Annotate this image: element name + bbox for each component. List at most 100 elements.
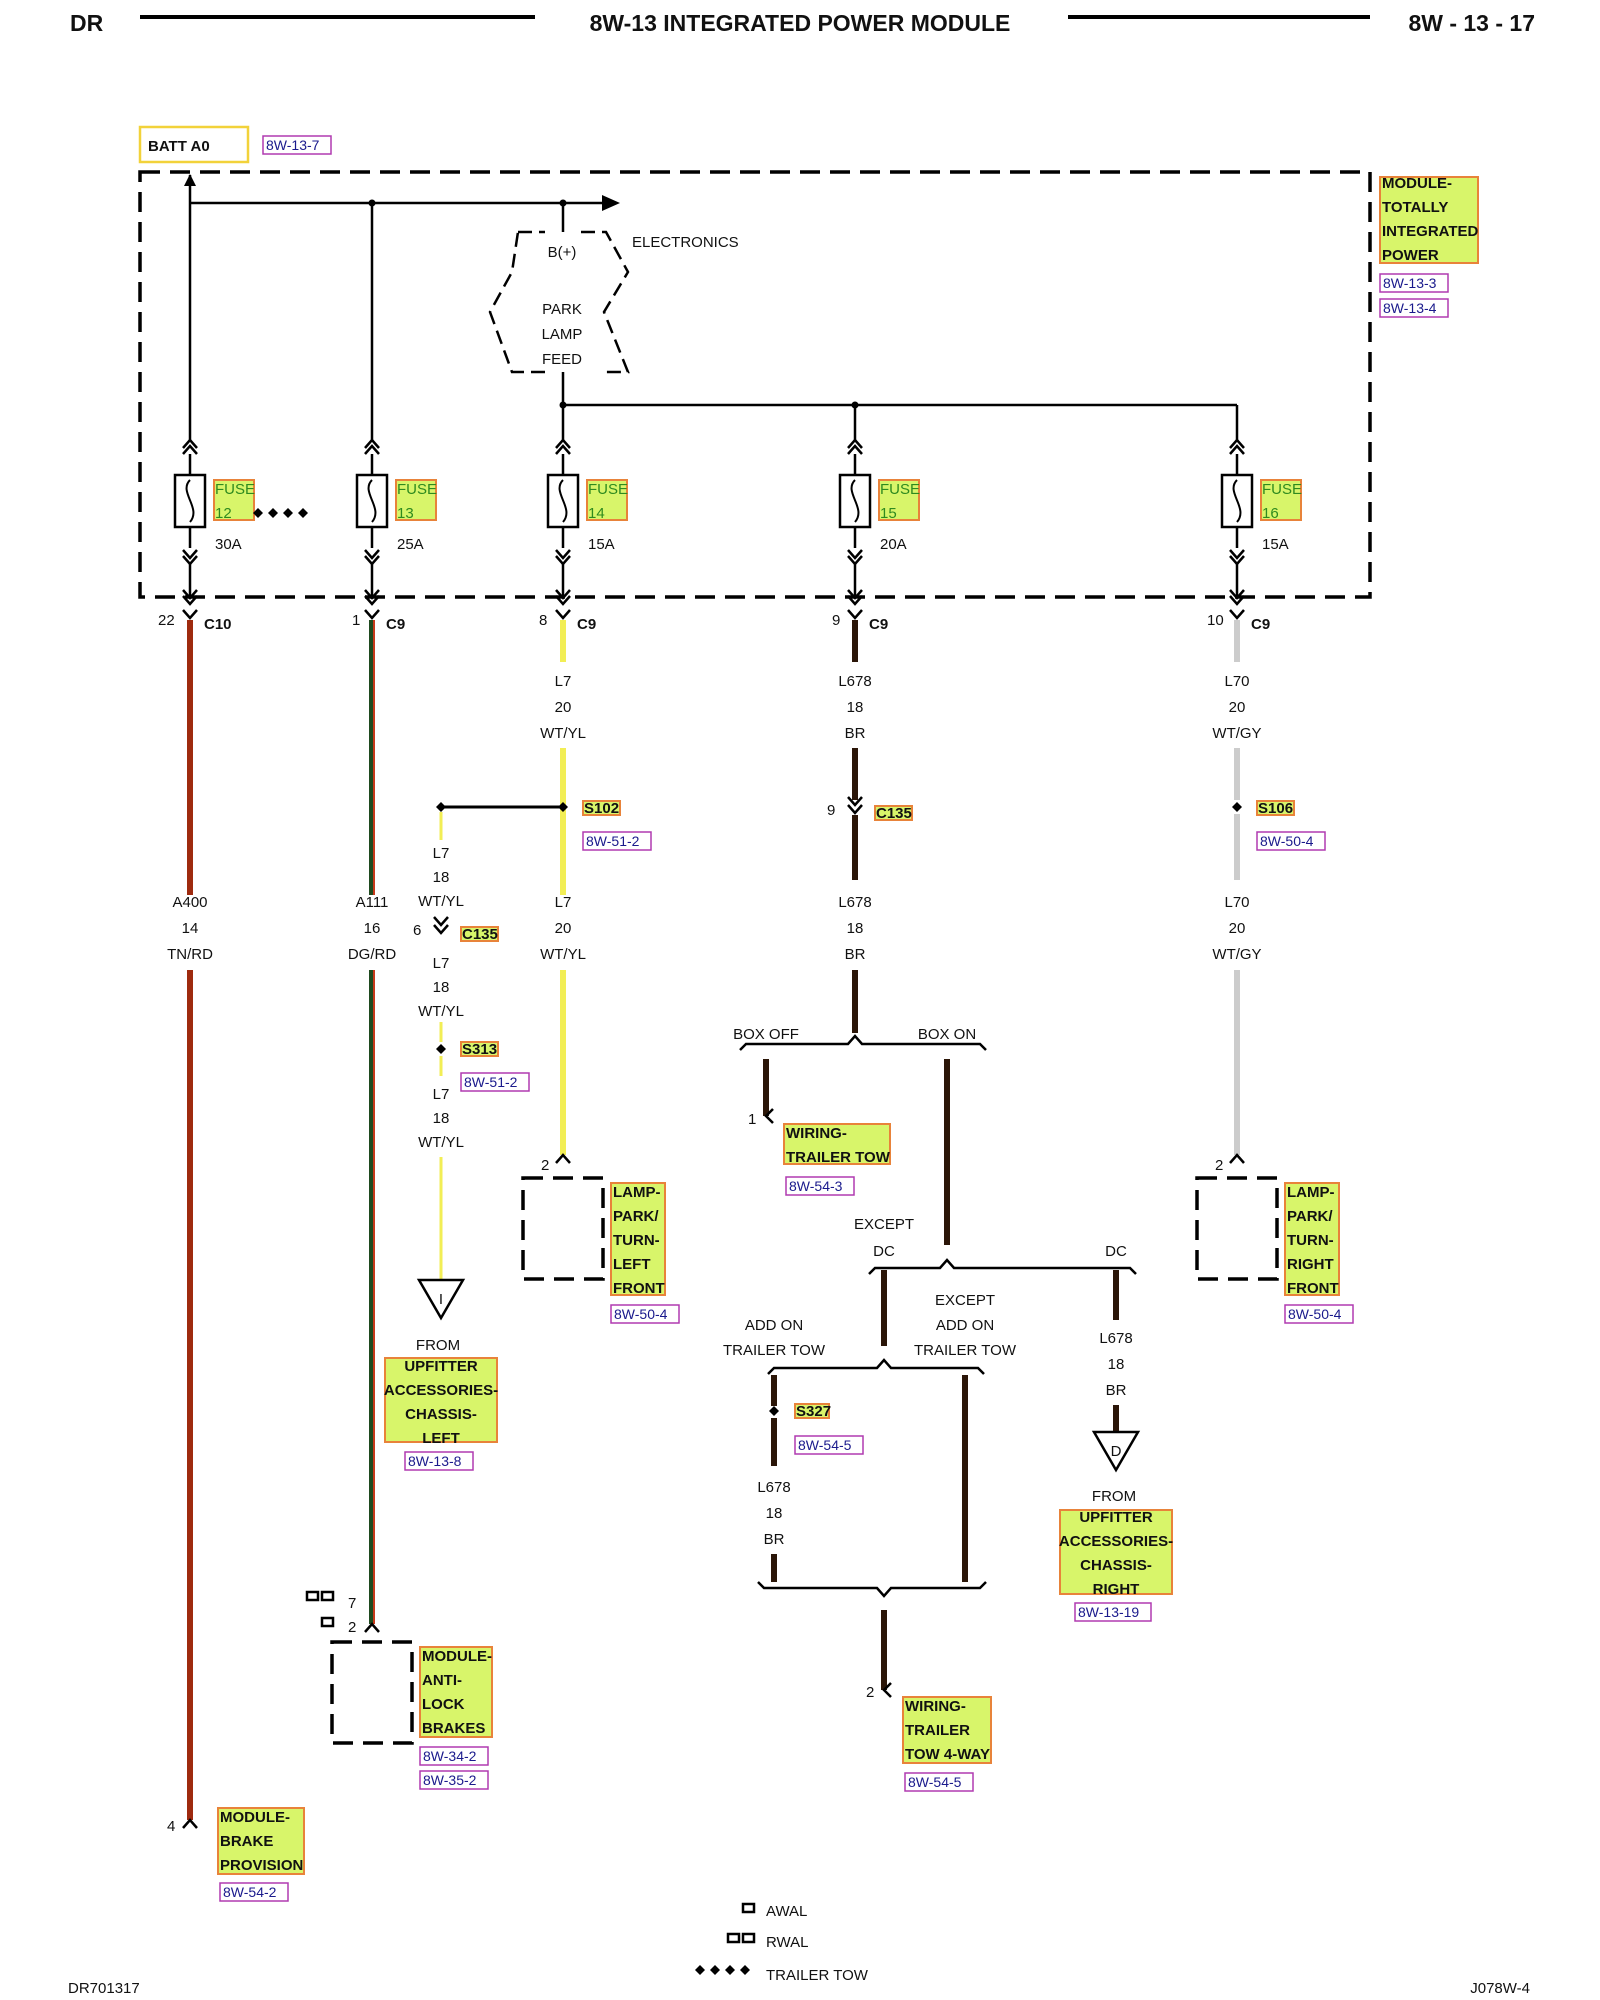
lamp-left-connector <box>555 1153 571 1164</box>
lamp-left-ref[interactable]: 8W-50-4 <box>614 1306 668 1322</box>
l678-top-gauge: 18 <box>847 699 864 716</box>
trailer-tow-diamonds <box>253 508 308 518</box>
lamp-left-outline <box>521 1176 605 1281</box>
connector-c9-pin1 <box>364 609 380 620</box>
electronics-feed-2: LAMP <box>542 326 583 343</box>
s313-label: S313 <box>462 1041 497 1058</box>
l678-add-circuit: L678 <box>757 1479 790 1496</box>
lamp-right-ref[interactable]: 8W-50-4 <box>1288 1306 1342 1322</box>
abs-label-3: LOCK <box>422 1696 465 1713</box>
upfitter-left-marker: I <box>439 1291 443 1308</box>
dc-option-bracket <box>868 1258 1137 1275</box>
splice-s102-node <box>558 802 568 812</box>
l678-dc-gauge: 18 <box>1108 1356 1125 1373</box>
fuse-16-rating: 15A <box>1262 536 1289 553</box>
abs-label-1: MODULE- <box>422 1648 492 1665</box>
a400-gauge: 14 <box>182 920 199 937</box>
l7-top-gauge: 20 <box>555 699 572 716</box>
l70-top-color: WT/GY <box>1212 725 1261 742</box>
module-label-box <box>1379 176 1479 264</box>
upfitter-right-ref[interactable]: 8W-13-19 <box>1078 1604 1139 1620</box>
trailer-tow-label-1: WIRING- <box>786 1125 847 1142</box>
fuse-15-pin: 9 <box>832 612 840 629</box>
fuse-15-num: 15 <box>880 505 897 522</box>
upfitter-right-label-2: ACCESSORIES- <box>1059 1533 1173 1550</box>
fuse-16-pin: 10 <box>1207 612 1224 629</box>
lamp-right-connector <box>1229 1153 1245 1164</box>
module-label-3: INTEGRATED <box>1382 223 1479 240</box>
electronics-block <box>488 230 630 374</box>
module-ref-2[interactable]: 8W-13-4 <box>1383 300 1437 316</box>
lamp-right-outline <box>1195 1176 1279 1281</box>
lamp-left-ref-box <box>610 1304 680 1324</box>
fuse-13-pin: 1 <box>352 612 360 629</box>
brake-provision-pin: 4 <box>167 1818 175 1835</box>
batt-ref-link[interactable]: 8W-13-7 <box>266 137 320 153</box>
connector-c10-pin22 <box>182 609 198 620</box>
s102-label-box <box>582 800 621 816</box>
s313-ref[interactable]: 8W-51-2 <box>464 1074 518 1090</box>
merge-bracket <box>757 1581 987 1598</box>
fuse-13-name: FUSE <box>397 481 437 498</box>
upfitter-left-label-2: ACCESSORIES- <box>384 1382 498 1399</box>
l70-mid-circuit: L70 <box>1224 894 1249 911</box>
l7-branch1-color: WT/YL <box>418 893 464 910</box>
fuse-14-pin: 8 <box>539 612 547 629</box>
upfitter-left-label-3: CHASSIS- <box>405 1406 477 1423</box>
abs-ref-1[interactable]: 8W-34-2 <box>423 1748 477 1764</box>
l70-mid-gauge: 20 <box>1229 920 1246 937</box>
awal-single-box-icon <box>320 1616 335 1628</box>
lamp-right-label-5: FRONT <box>1287 1280 1339 1297</box>
lamp-left-label-4: LEFT <box>613 1256 651 1273</box>
c135-l678-label-box <box>874 805 913 821</box>
s102-label: S102 <box>584 800 619 817</box>
upfitter-left-arrow <box>416 1278 466 1321</box>
module-ref-1[interactable]: 8W-13-3 <box>1383 275 1437 291</box>
brake-provision-label-2: BRAKE <box>220 1833 273 1850</box>
fuse-15 <box>838 438 872 606</box>
s106-ref-box <box>1256 831 1326 851</box>
lamp-right-label-box <box>1284 1182 1340 1296</box>
brake-provision-ref-box <box>219 1882 289 1902</box>
s106-label-box <box>1256 800 1295 816</box>
trailer-tow-4way-box <box>902 1696 992 1764</box>
a400-circuit: A400 <box>172 894 207 911</box>
l7-branch1-gauge: 18 <box>433 869 450 886</box>
connector-c9-pin8 <box>555 609 571 620</box>
abs-ref-box-1 <box>419 1746 489 1766</box>
box-off-label: BOX OFF <box>733 1026 799 1043</box>
trailer-tow-4way-ref[interactable]: 8W-54-5 <box>908 1774 962 1790</box>
except2-label: EXCEPT <box>935 1292 995 1309</box>
module-label-2: TOTALLY <box>1382 199 1448 216</box>
brake-provision-ref[interactable]: 8W-54-2 <box>223 1884 277 1900</box>
trailer-tow-4way-label-2: TRAILER <box>905 1722 970 1739</box>
l7-mid-color: WT/YL <box>540 946 586 963</box>
legend-awal: AWAL <box>766 1903 807 1920</box>
abs-pin-2: 2 <box>348 1619 356 1636</box>
s106-ref[interactable]: 8W-50-4 <box>1260 833 1314 849</box>
s102-ref[interactable]: 8W-51-2 <box>586 833 640 849</box>
except-label: EXCEPT <box>854 1216 914 1233</box>
fuse-12-num: 12 <box>215 505 232 522</box>
trailer-tow-4way-label-1: WIRING- <box>905 1698 966 1715</box>
s327-ref[interactable]: 8W-54-5 <box>798 1437 852 1453</box>
c135-l7-pin: 6 <box>413 922 421 939</box>
upfitter-left-ref[interactable]: 8W-13-8 <box>408 1453 462 1469</box>
l678-add-gauge: 18 <box>766 1505 783 1522</box>
trailer-tow-ref[interactable]: 8W-54-3 <box>789 1178 843 1194</box>
abs-label-4: BRAKES <box>422 1720 485 1737</box>
connector-c9-pin9 <box>847 609 863 620</box>
page-title: 8W-13 INTEGRATED POWER MODULE <box>590 10 1011 36</box>
l7-branch2-circuit: L7 <box>433 955 450 972</box>
brake-provision-box <box>217 1807 305 1875</box>
lamp-right-label-2: PARK/ <box>1287 1208 1333 1225</box>
fuse-15-name: FUSE <box>880 481 920 498</box>
c135-l678-connector <box>847 796 863 815</box>
module-ref-box-2 <box>1379 298 1449 318</box>
abs-ref-2[interactable]: 8W-35-2 <box>423 1772 477 1788</box>
abs-pin-1: 7 <box>348 1595 356 1612</box>
fuse-13-label-box <box>395 479 437 521</box>
electronics-bplus: B(+) <box>548 244 577 261</box>
brake-provision-label-3: PROVISION <box>220 1857 303 1874</box>
